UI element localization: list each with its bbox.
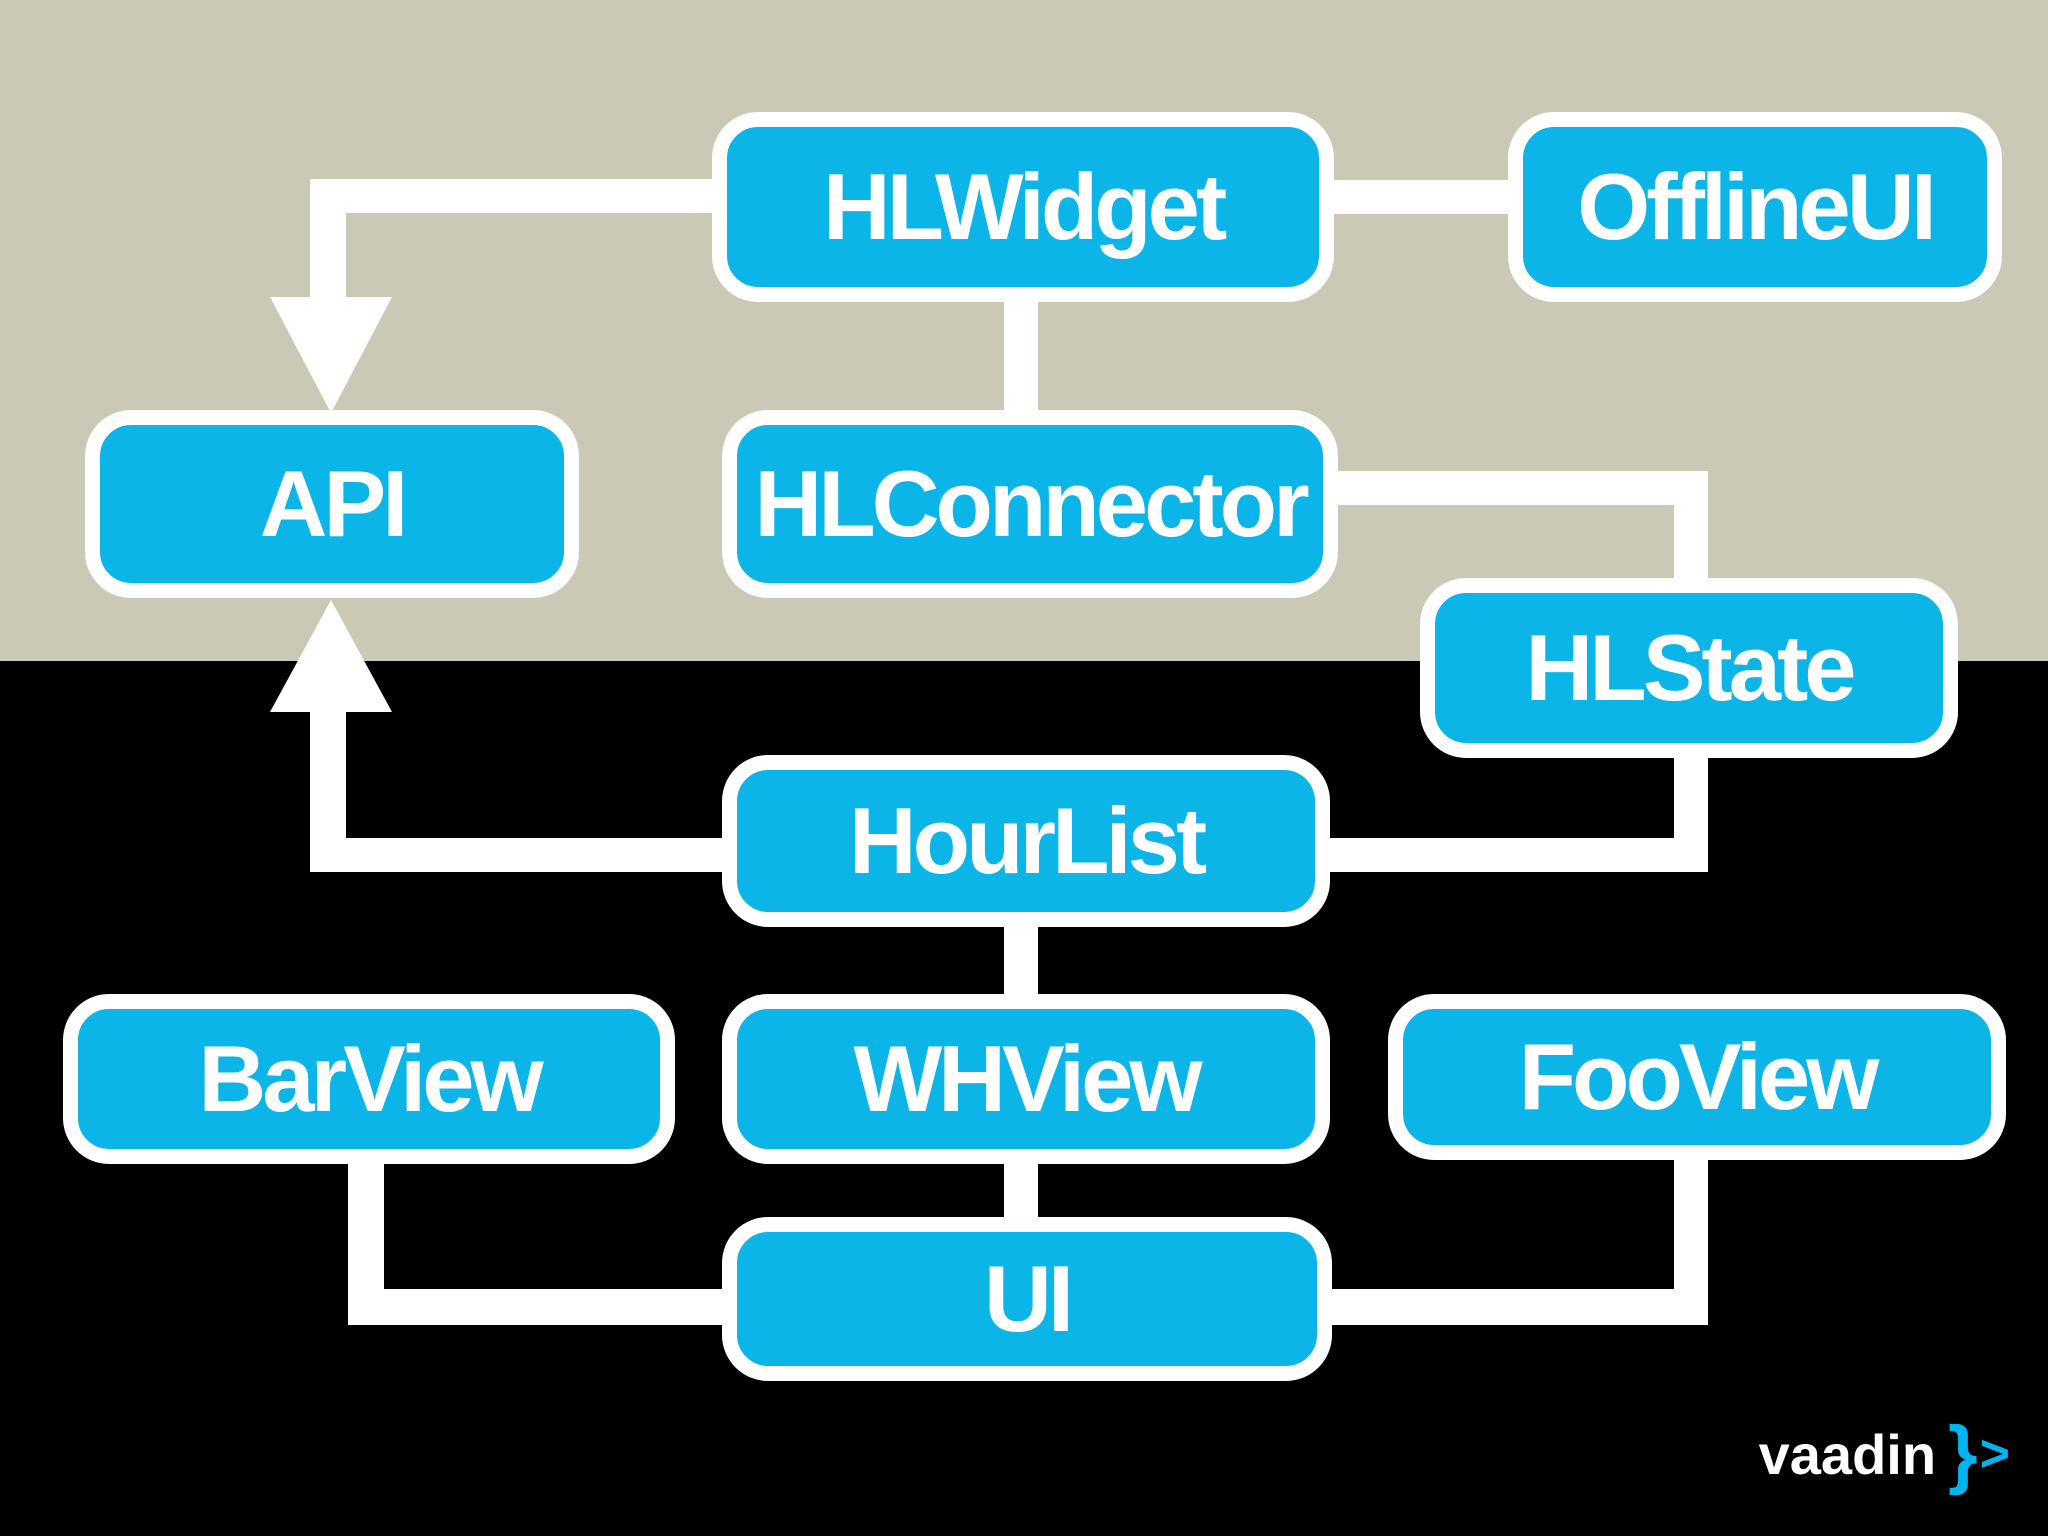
edge-hlconnector-hlstate-horizontal — [1330, 471, 1708, 505]
node-hlwidget: HLWidget — [712, 112, 1334, 302]
node-fooview: FooView — [1388, 994, 2006, 1160]
edge-hourlist-api-horizontal — [310, 838, 730, 872]
node-hlconnector: HLConnector — [722, 410, 1338, 598]
arrowhead-down-into-api-icon — [270, 297, 392, 413]
node-ui-label: UI — [984, 1246, 1074, 1351]
node-hourlist: HourList — [722, 755, 1330, 927]
edge-fooview-ui-horizontal — [1326, 1289, 1708, 1325]
node-api: API — [85, 410, 579, 598]
vaadin-chevron-icon: > — [1979, 1425, 2010, 1483]
node-fooview-label: FooView — [1518, 1024, 1880, 1129]
node-hlconnector-label: HLConnector — [754, 451, 1309, 556]
vaadin-logo: vaadin } > — [1759, 1416, 2010, 1492]
edge-barview-ui-horizontal — [348, 1289, 730, 1325]
node-api-label: API — [259, 451, 409, 556]
node-hlwidget-label: HLWidget — [822, 154, 1228, 259]
edge-whview-ui — [1004, 1158, 1038, 1224]
node-offlineui: OfflineUI — [1508, 112, 2002, 302]
arrowhead-up-into-api-icon — [270, 600, 392, 712]
node-barview: BarView — [63, 994, 675, 1164]
edge-hlwidget-offlineui — [1334, 180, 1510, 214]
vaadin-brace-icon: } — [1948, 1411, 1978, 1496]
vaadin-wordmark: vaadin — [1758, 1422, 1937, 1486]
node-hlstate-label: HLState — [1525, 615, 1856, 720]
edge-hlwidget-api-shaft — [310, 179, 346, 301]
node-whview: WHView — [722, 994, 1330, 1164]
node-offlineui-label: OfflineUI — [1577, 154, 1937, 259]
node-whview-label: WHView — [853, 1026, 1202, 1131]
node-barview-label: BarView — [198, 1026, 543, 1131]
node-hourlist-label: HourList — [848, 788, 1207, 893]
edge-hlwidget-hlconnector — [1004, 295, 1038, 417]
edge-hourlist-whview — [1004, 920, 1038, 1000]
node-hlstate: HLState — [1420, 578, 1958, 758]
edge-hlwidget-api-horizontal — [310, 179, 712, 213]
node-ui: UI — [722, 1217, 1332, 1381]
edge-hlstate-hourlist-horizontal — [1326, 838, 1708, 872]
